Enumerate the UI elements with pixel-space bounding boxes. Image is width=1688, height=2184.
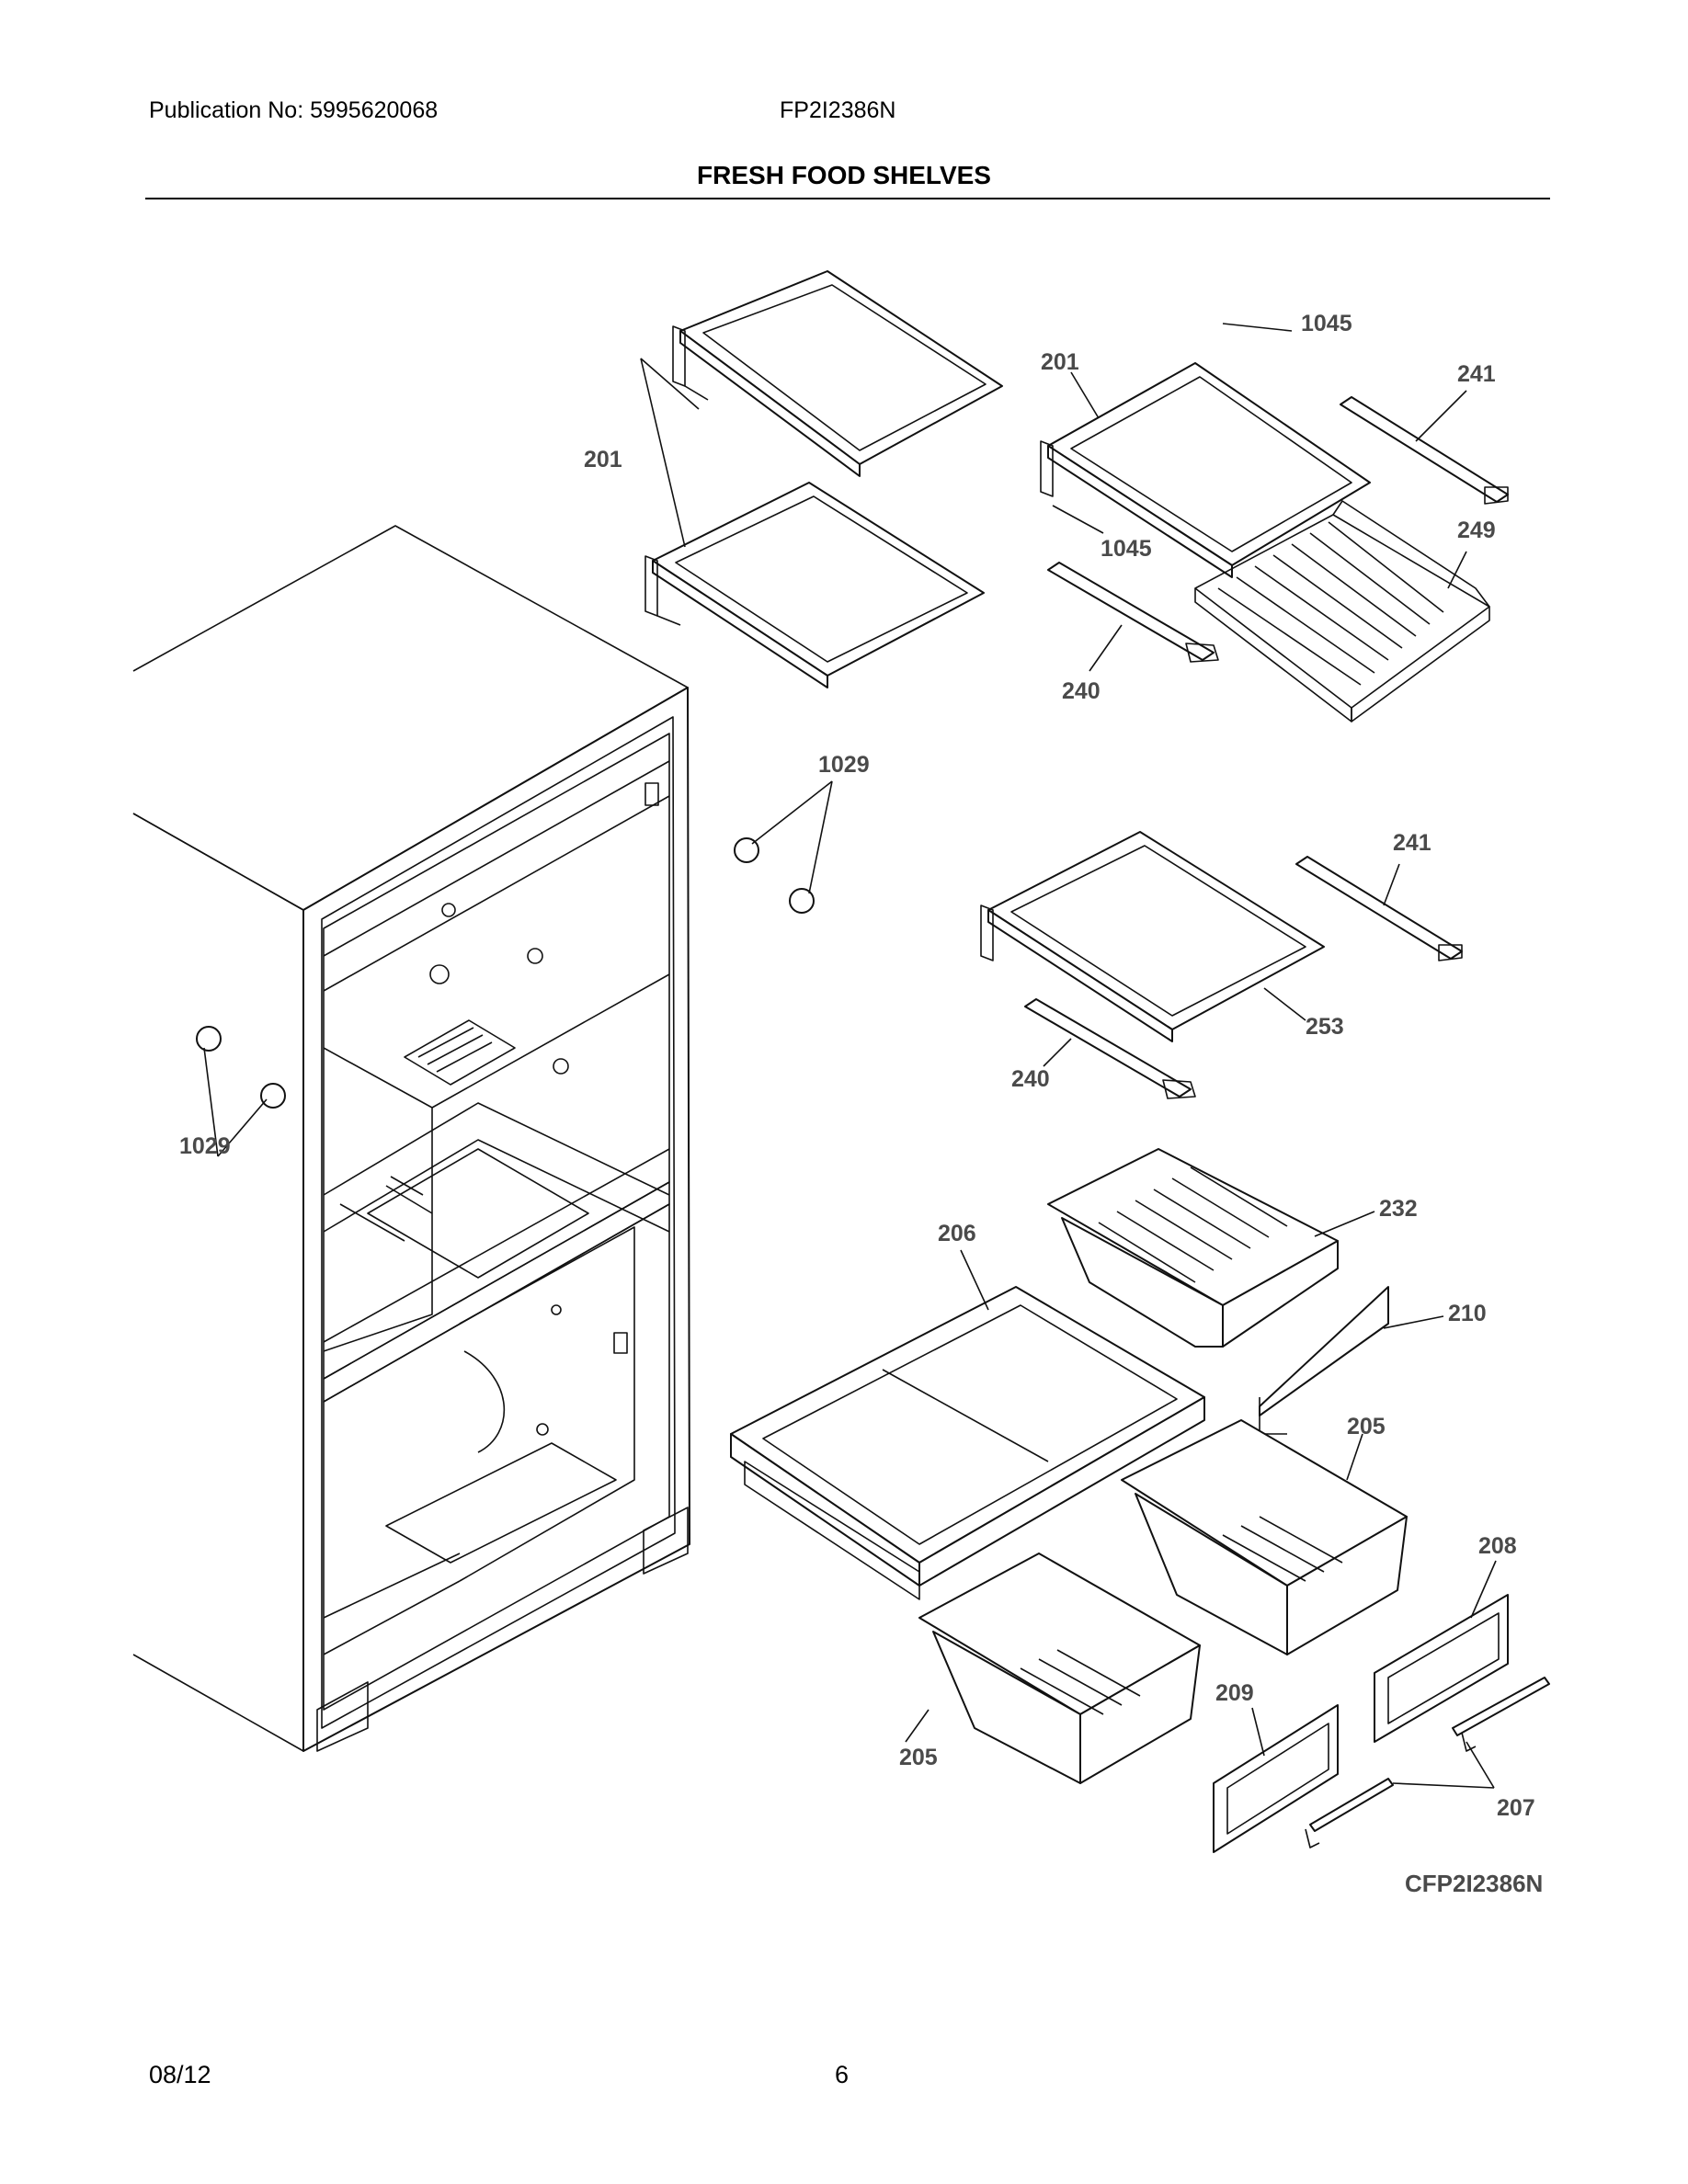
rail-240-mid <box>1024 998 1196 1099</box>
page-title: FRESH FOOD SHELVES <box>697 161 991 189</box>
label-1029-mid: 1029 <box>818 752 870 778</box>
title-rule <box>145 198 1550 199</box>
label-241-top: 241 <box>1457 361 1496 387</box>
crisper-232 <box>1047 1148 1339 1348</box>
glass-shelf-206 <box>730 1286 1205 1600</box>
label-232: 232 <box>1379 1196 1418 1222</box>
leader-lines <box>203 323 1497 1789</box>
drawer-front-209 <box>1213 1704 1339 1853</box>
shelf-253 <box>980 831 1325 1042</box>
label-240-top: 240 <box>1062 678 1101 704</box>
refrigerator-cabinet <box>132 525 690 1752</box>
label-201-left: 201 <box>584 447 622 472</box>
label-206: 206 <box>938 1221 976 1246</box>
label-1029-left: 1029 <box>179 1133 231 1159</box>
drawer-205-right <box>1121 1419 1408 1655</box>
diagram-code: CFP2I2386N <box>1405 1870 1543 1897</box>
label-210: 210 <box>1448 1301 1487 1326</box>
label-249: 249 <box>1457 518 1496 543</box>
rail-241-top <box>1340 396 1509 505</box>
label-201-top: 201 <box>1041 349 1079 375</box>
label-241-mid: 241 <box>1393 830 1431 856</box>
drawer-front-208 <box>1374 1594 1509 1743</box>
shelf-support-1029-left <box>196 1026 286 1109</box>
shelf-201-lower <box>644 482 985 688</box>
publication-number: Publication No: 5995620068 <box>149 97 439 123</box>
page-number: 6 <box>835 2061 850 2088</box>
label-208: 208 <box>1478 1533 1517 1559</box>
drawer-slides-207 <box>1305 1677 1550 1848</box>
wire-basket-249 <box>1194 500 1490 722</box>
shelf-support-1029-mid <box>734 837 815 914</box>
label-1045-top: 1045 <box>1301 311 1352 336</box>
label-253: 253 <box>1306 1014 1344 1040</box>
label-207: 207 <box>1497 1795 1535 1821</box>
footer-date: 08/12 <box>149 2061 211 2088</box>
drawer-205-left <box>918 1553 1201 1784</box>
rail-240-top <box>1047 562 1219 663</box>
label-209: 209 <box>1215 1680 1254 1706</box>
model-number: FP2I2386N <box>780 97 896 123</box>
label-1045-mid: 1045 <box>1101 536 1152 562</box>
label-205-right: 205 <box>1347 1414 1386 1439</box>
label-240-mid: 240 <box>1011 1066 1050 1092</box>
rail-241-mid <box>1295 856 1463 961</box>
shelf-201-right <box>1040 362 1371 578</box>
label-205-left: 205 <box>899 1745 938 1770</box>
shelf-201-upper <box>672 270 1003 477</box>
